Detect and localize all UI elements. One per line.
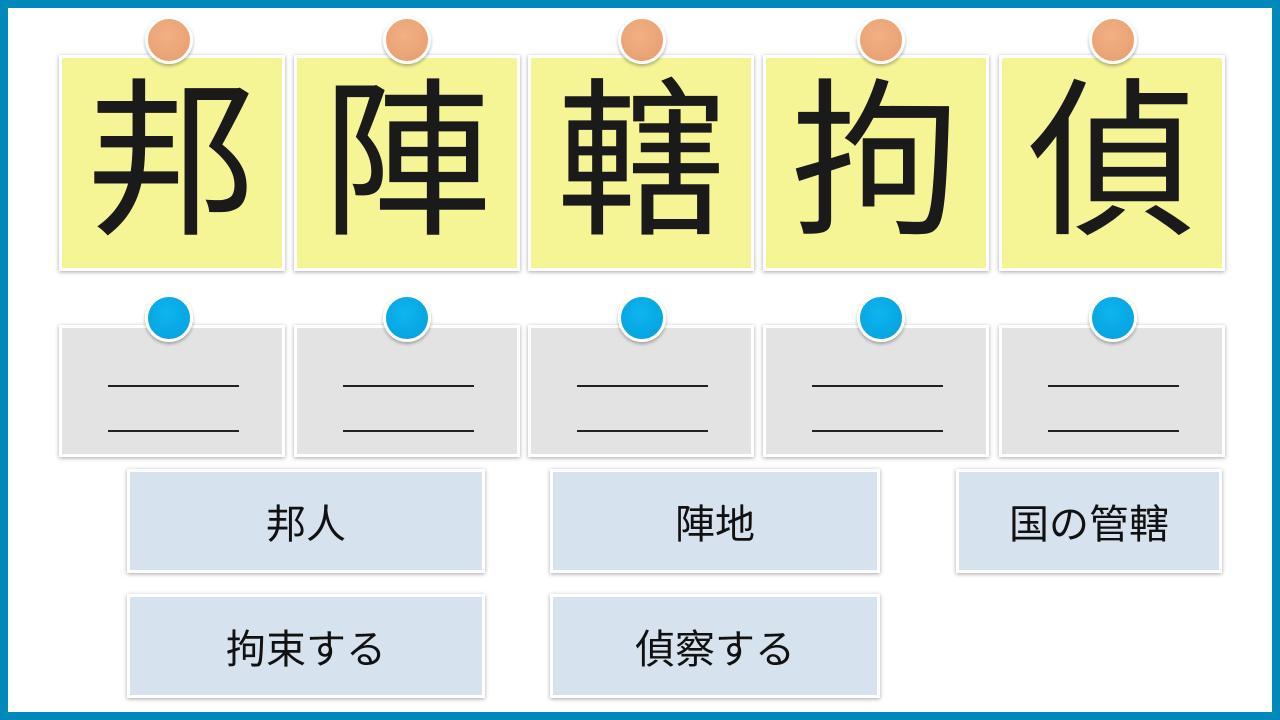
answer-text: 偵察する: [635, 627, 795, 673]
blank-line: [577, 430, 708, 432]
orange-pin-icon: [383, 16, 431, 64]
blue-pin-icon: [618, 294, 666, 342]
answer-option-2[interactable]: 陣地: [550, 469, 880, 573]
answer-text: 国の管轄: [1009, 502, 1169, 548]
blank-line: [577, 385, 708, 387]
kanji-card-5[interactable]: 偵: [999, 55, 1225, 271]
kanji-char: 偵: [1026, 64, 1197, 262]
kanji-char: 轄: [555, 64, 726, 262]
kanji-card-1[interactable]: 邦: [59, 55, 285, 271]
orange-pin-icon: [145, 16, 193, 64]
kanji-char: 陣: [321, 64, 492, 262]
blue-pin-icon: [383, 294, 431, 342]
orange-pin-icon: [1089, 16, 1137, 64]
blue-pin-icon: [145, 294, 193, 342]
answer-text: 拘束する: [226, 627, 386, 673]
blank-line: [343, 430, 474, 432]
kanji-card-2[interactable]: 陣: [294, 55, 520, 271]
kanji-char: 拘: [790, 64, 961, 262]
answer-text: 陣地: [675, 502, 755, 548]
orange-pin-icon: [618, 16, 666, 64]
blank-line: [108, 385, 239, 387]
blank-answer-card-1[interactable]: [59, 325, 285, 457]
blue-pin-icon: [857, 294, 905, 342]
answer-text: 邦人: [266, 502, 346, 548]
kanji-char: 邦: [86, 64, 257, 262]
blank-line: [343, 385, 474, 387]
answer-option-4[interactable]: 拘束する: [127, 594, 485, 698]
blank-line: [812, 430, 943, 432]
blank-answer-card-4[interactable]: [763, 325, 989, 457]
blank-answer-card-2[interactable]: [294, 325, 520, 457]
blank-answer-card-3[interactable]: [528, 325, 754, 457]
answer-option-5[interactable]: 偵察する: [550, 594, 880, 698]
blank-line: [108, 430, 239, 432]
blank-line: [1048, 385, 1179, 387]
blank-answer-card-5[interactable]: [999, 325, 1225, 457]
answer-option-1[interactable]: 邦人: [127, 469, 485, 573]
orange-pin-icon: [857, 16, 905, 64]
kanji-card-4[interactable]: 拘: [763, 55, 989, 271]
blank-line: [812, 385, 943, 387]
answer-option-3[interactable]: 国の管轄: [956, 469, 1222, 573]
blue-pin-icon: [1089, 294, 1137, 342]
kanji-card-3[interactable]: 轄: [528, 55, 754, 271]
blank-line: [1048, 430, 1179, 432]
